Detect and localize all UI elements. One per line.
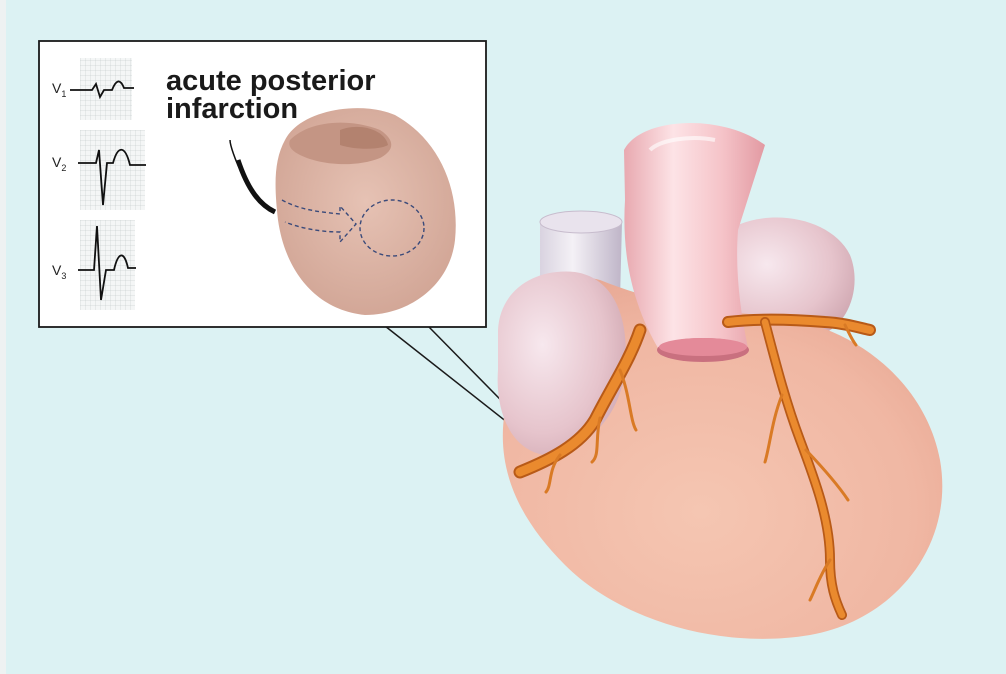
heart <box>498 123 943 639</box>
ecg-label-v3: V3 <box>52 262 66 281</box>
ecg-strip-v2 <box>78 130 146 210</box>
callout-title-line2: infarction <box>166 95 376 123</box>
callout-title: acute posterior infarction <box>166 67 376 123</box>
ecg-strip-v3 <box>78 220 136 310</box>
ecg-label-v2: V2 <box>52 154 66 173</box>
callout-title-line1: acute posterior <box>166 67 376 95</box>
ecg-label-v1: V1 <box>52 80 66 99</box>
